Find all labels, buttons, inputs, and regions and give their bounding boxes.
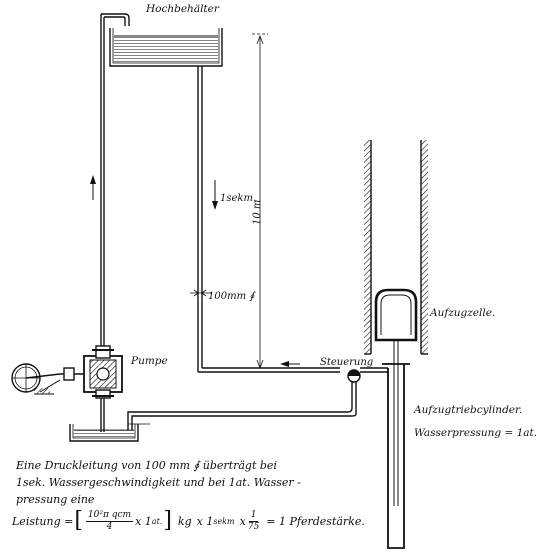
- pump: [60, 345, 123, 399]
- diameter-label: 100mm ∮: [208, 291, 255, 302]
- tank-label: Hochbehälter: [146, 3, 219, 15]
- cylinder-label: Aufzugtriebcylinder.: [414, 404, 523, 416]
- return-pipe: [127, 382, 357, 430]
- formula-times-speed: x 1: [196, 514, 214, 528]
- cabin-label: Aufzugzelle.: [430, 307, 496, 319]
- upper-tank: [109, 28, 223, 67]
- height-label: 10 m: [252, 199, 263, 225]
- formula-unit-kg: kg: [177, 514, 192, 528]
- fraction-hp-denominator: 75: [247, 521, 260, 532]
- caption-line-3: pressung eine: [16, 493, 95, 506]
- valve: [347, 367, 388, 383]
- bracket-open: [: [74, 508, 83, 533]
- rising-pipe: [90, 13, 130, 348]
- formula-result: = 1 Pferdestärke.: [266, 514, 365, 528]
- fraction-area: 10²π qcm 4: [85, 509, 134, 532]
- formula-at-sup: at.: [151, 516, 163, 526]
- lift-cabin: [374, 288, 418, 342]
- formula-sekm-sup: sekm: [213, 516, 235, 526]
- flywheel: [11, 363, 61, 395]
- flow-label: 1sekm.: [220, 193, 257, 204]
- caption-line-1: Eine Druckleitung von 100 mm ∮ überträgt…: [16, 459, 277, 472]
- pressure-label: Wasserpressung = 1at.: [414, 427, 538, 439]
- lift-shaft: [364, 140, 428, 355]
- formula-prefix: Leistung =: [12, 514, 74, 528]
- pump-label: Pumpe: [131, 355, 168, 367]
- height-dimension: [252, 33, 268, 370]
- valve-label: Steuerung: [320, 357, 374, 368]
- pressure-pipe: [190, 66, 340, 373]
- fraction-area-numerator: 10²π qcm: [85, 509, 134, 522]
- fraction-hp: 1 75: [247, 509, 260, 532]
- power-formula: Leistung = [ 10²π qcm 4 x 1 at. ] kg x 1…: [12, 510, 365, 532]
- caption-line-2: 1sek. Wassergeschwindigkeit und bei 1at.…: [16, 476, 301, 489]
- formula-times-pressure: x 1: [135, 514, 152, 528]
- lift-cylinder: [382, 363, 410, 549]
- bracket-close: ]: [163, 508, 172, 533]
- formula-times: x: [239, 514, 246, 528]
- fraction-hp-numerator: 1: [248, 509, 259, 522]
- fraction-area-denominator: 4: [106, 521, 113, 532]
